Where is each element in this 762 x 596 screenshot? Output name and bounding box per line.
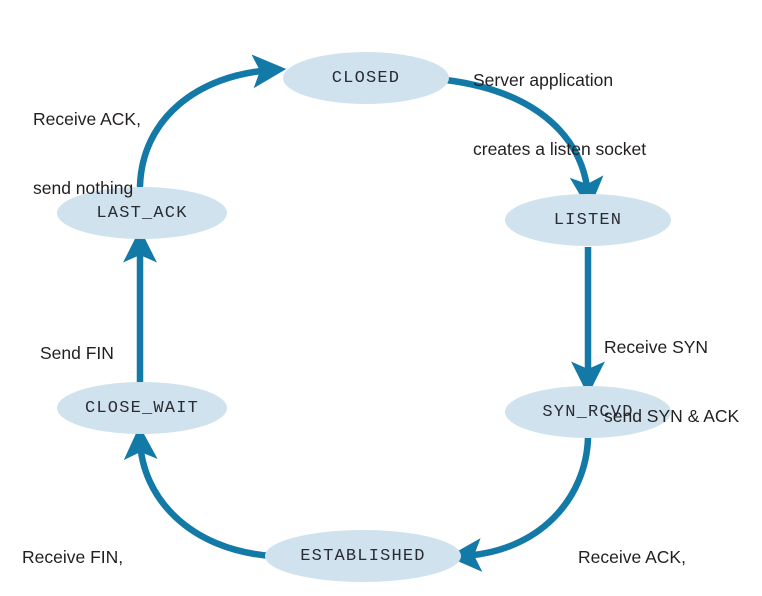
- edge-syn-rcvd-to-established: [447, 434, 592, 572]
- edge-label-listen-to-syn-rcvd: Receive SYN send SYN & ACK: [604, 289, 739, 475]
- edge-label-syn-rcvd-to-established: Receive ACK, send nothing: [578, 499, 686, 596]
- edge-label-last-ack-to-closed: Receive ACK, send nothing: [33, 61, 141, 247]
- state-label-close-wait: CLOSE_WAIT: [84, 398, 200, 418]
- edge-label-line-1: Send FIN: [40, 342, 114, 363]
- state-node-closed[interactable]: CLOSED: [283, 52, 449, 104]
- state-label-syn-rcvd: SYN_RCVD: [542, 402, 634, 422]
- edge-label-line-2: creates a listen socket: [473, 139, 647, 160]
- state-node-established[interactable]: ESTABLISHED: [265, 530, 461, 582]
- edge-label-line-1: Server application: [473, 69, 614, 90]
- edge-label-line-1: Receive SYN: [604, 336, 709, 357]
- edge-closed-to-listen: [442, 76, 604, 211]
- edge-last-ack-to-closed: [136, 54, 287, 190]
- state-label-last-ack: LAST_ACK: [96, 203, 188, 223]
- edge-label-closed-to-listen: Server application creates a listen sock…: [473, 22, 646, 208]
- edge-label-line-2: send SYN & ACK: [604, 406, 740, 427]
- state-label-listen: LISTEN: [553, 210, 623, 230]
- state-label-established: ESTABLISHED: [300, 546, 426, 566]
- edge-label-line-2: send nothing: [33, 178, 134, 199]
- state-node-close-wait[interactable]: CLOSE_WAIT: [57, 382, 227, 434]
- edge-label-close-wait-to-last-ack: Send FIN: [40, 295, 114, 411]
- edge-label-line-1: Receive ACK,: [33, 108, 141, 129]
- edge-established-to-close-wait: [123, 425, 276, 560]
- state-node-listen[interactable]: LISTEN: [505, 194, 671, 246]
- edge-label-line-1: Receive ACK,: [578, 546, 686, 567]
- state-label-closed: CLOSED: [331, 68, 401, 88]
- edge-label-line-1: Receive FIN,: [22, 546, 124, 567]
- edge-label-established-to-close-wait: Receive FIN, send ACK: [22, 499, 123, 596]
